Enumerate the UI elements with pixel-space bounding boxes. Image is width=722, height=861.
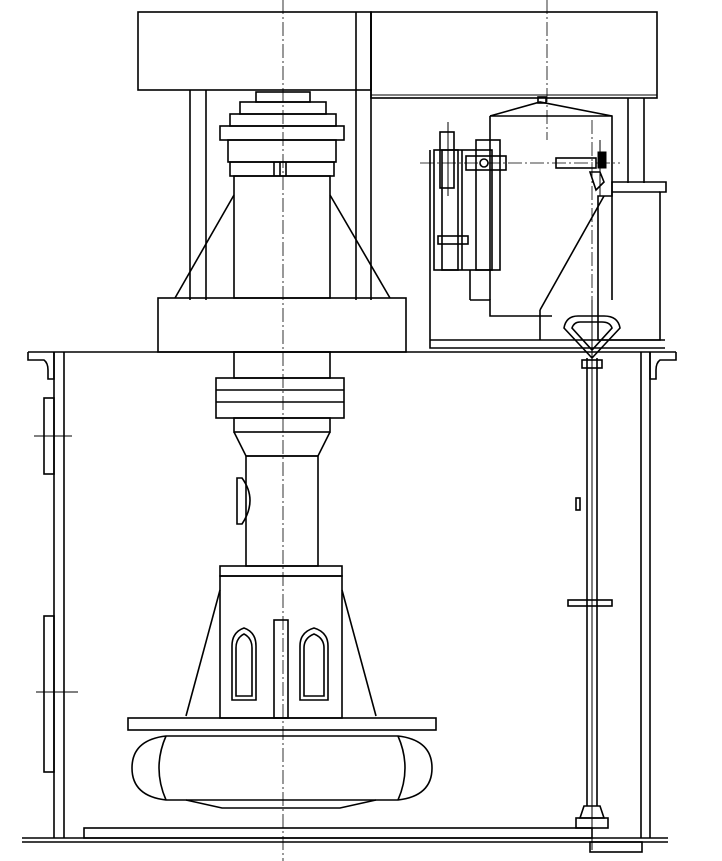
lifting-eye [563, 315, 621, 360]
secondary-drive [420, 96, 667, 349]
tank [22, 351, 677, 843]
centerlines [282, 0, 593, 861]
impeller-plate [127, 717, 437, 731]
shaft-key [236, 477, 251, 525]
nozzle-lower-left [43, 615, 55, 773]
gearbox-housing [157, 91, 407, 353]
drive-frame [137, 11, 658, 300]
motor-housing-right [370, 11, 658, 99]
probe-rod [563, 300, 643, 853]
coupling [215, 377, 345, 419]
impeller-assembly [127, 565, 437, 809]
mounting-flange [157, 297, 407, 353]
impeller-disc [131, 735, 433, 801]
motor-housing-left [137, 11, 372, 91]
agitator-shaft [215, 351, 345, 567]
